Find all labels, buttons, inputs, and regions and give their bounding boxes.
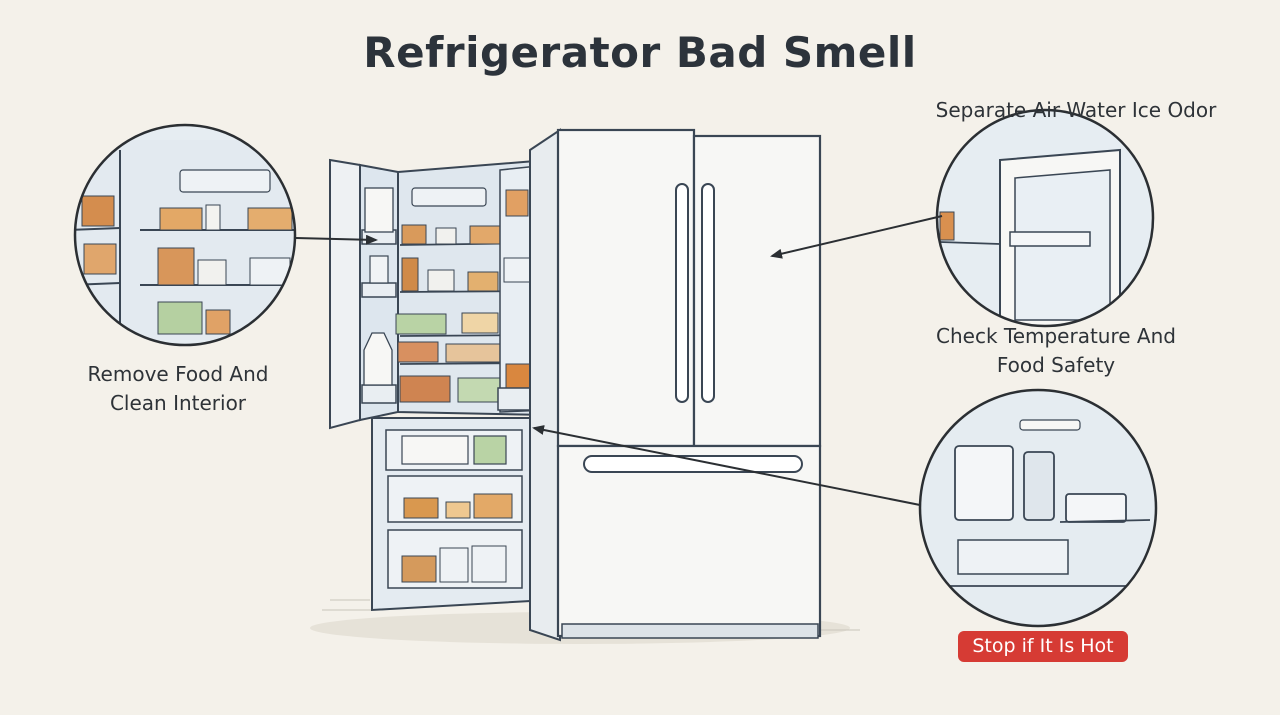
- zoom-circle-dispenser: [918, 388, 1158, 628]
- callout-remove-food: Remove Food And Clean Interior: [60, 360, 296, 418]
- callout-separate-odor: Separate Air Water Ice Odor: [935, 98, 1217, 122]
- callout-check-temperature-line1: Check Temperature And: [936, 324, 1176, 348]
- callout-remove-food-line1: Remove Food And: [87, 362, 269, 386]
- fridge-left-door-open: [329, 158, 399, 430]
- warning-badge: Stop if It Is Hot: [958, 631, 1128, 662]
- food-items: [395, 224, 505, 403]
- door-bins: [361, 187, 397, 404]
- callout-check-temperature: Check Temperature And Food Safety: [900, 322, 1212, 380]
- arrow-remove-food: [295, 234, 378, 245]
- zoom-circle-interior: [73, 123, 297, 347]
- page-title: Refrigerator Bad Smell: [363, 28, 917, 77]
- zoom-circle-door-seal: [935, 108, 1155, 328]
- arrow-dispenser: [532, 425, 921, 506]
- callout-remove-food-line2: Clean Interior: [109, 391, 247, 415]
- arrow-separate-odor: [770, 215, 943, 259]
- freezer-drawer-open: [371, 417, 549, 612]
- callout-arrows: [295, 215, 943, 506]
- callout-check-temperature-line2: Food Safety: [996, 353, 1116, 377]
- fridge-body: [529, 128, 822, 642]
- fridge-interior: [395, 158, 549, 417]
